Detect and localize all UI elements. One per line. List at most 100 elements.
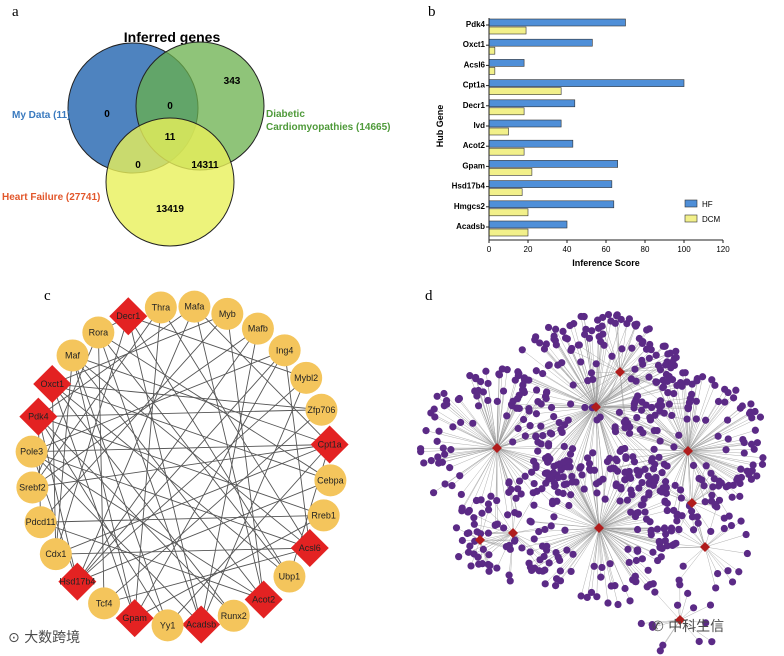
hub-leaf-node xyxy=(641,465,649,473)
network-node-label: Pole3 xyxy=(20,447,43,457)
hub-edge xyxy=(573,323,597,408)
hub-leaf-node xyxy=(417,448,425,456)
hub-edge xyxy=(687,379,712,452)
hub-leaf-node xyxy=(759,454,767,462)
network-node-tcf4 xyxy=(88,587,121,620)
hub-edge xyxy=(559,527,600,561)
network-edge xyxy=(97,332,105,604)
hub-edge xyxy=(598,527,660,548)
network-node-yy1 xyxy=(151,609,184,642)
hub-leaf-node xyxy=(714,482,723,490)
network-node-label: Acot2 xyxy=(252,595,275,605)
hub-edge xyxy=(598,521,651,529)
hub-leaf-node xyxy=(540,345,549,353)
hub-edge xyxy=(553,335,597,408)
hub-edge xyxy=(687,430,756,452)
hub-leaf-node xyxy=(509,397,517,405)
hub-leaf-node xyxy=(500,524,508,532)
hub-leaf-node xyxy=(659,641,667,649)
network-node-label: Yy1 xyxy=(160,620,176,630)
panel-a-letter: a xyxy=(12,4,19,20)
bar-hf-ivd xyxy=(488,119,562,128)
hub-edge xyxy=(547,406,597,473)
hub-leaf-node xyxy=(544,442,553,450)
hub-leaf-node xyxy=(676,581,684,589)
hub-leaf-node xyxy=(615,408,624,416)
network-node-label: Ubp1 xyxy=(279,572,301,582)
bar-dcm-acot2 xyxy=(488,147,525,156)
hub-leaf-node xyxy=(751,426,759,434)
hub-edge xyxy=(595,406,653,459)
network-edge xyxy=(38,409,322,418)
network-node-rreb1 xyxy=(307,499,340,532)
hub-edge xyxy=(704,546,716,588)
hub-leaf-node xyxy=(464,548,473,556)
hub-edge xyxy=(496,375,519,449)
hub-edge xyxy=(598,481,655,529)
network-edge xyxy=(55,444,330,555)
hub-leaf-node xyxy=(642,345,651,353)
hub-leaf-node xyxy=(484,506,493,514)
network-edge xyxy=(193,306,265,600)
bar-x-axis-label: Inference Score xyxy=(572,258,640,268)
hub-edge xyxy=(687,450,754,466)
hub-edge xyxy=(687,439,743,452)
hub-leaf-node xyxy=(567,400,575,408)
hub-leaf-node xyxy=(622,453,630,461)
hub-edge xyxy=(589,463,600,529)
hub-leaf-node xyxy=(651,478,659,486)
hub-edge xyxy=(598,527,633,580)
hub-leaf-node xyxy=(470,520,478,528)
hub-edge xyxy=(592,371,621,408)
hub-edge xyxy=(595,381,687,408)
hub-leaf-node xyxy=(577,592,585,600)
hub-leaf-node xyxy=(532,461,540,469)
hub-leaf-node xyxy=(593,489,601,497)
bar-dcm-acadsb xyxy=(488,228,529,237)
hub-edge xyxy=(512,532,545,557)
hub-leaf-node xyxy=(670,540,678,548)
hub-leaf-node xyxy=(606,465,615,473)
network-edge xyxy=(31,451,310,549)
hub-leaf-node xyxy=(537,400,545,408)
hub-leaf-node xyxy=(466,372,474,380)
hub-leaf-node xyxy=(484,396,492,405)
hub-edge xyxy=(444,405,498,449)
hub-edge xyxy=(569,461,600,529)
hub-leaf-node xyxy=(661,478,670,486)
hub-leaf-node xyxy=(470,514,478,522)
hub-leaf-node xyxy=(753,472,761,480)
hub-leaf-node xyxy=(658,469,666,477)
network-node-pdk4 xyxy=(19,397,58,436)
bar-category-label: Cpt1a xyxy=(463,81,486,90)
hub-leaf-node xyxy=(709,483,717,491)
hub-leaf-node xyxy=(484,500,493,508)
hub-leaf-node xyxy=(707,527,715,536)
hub-leaf-node xyxy=(633,466,641,475)
hub-leaf-node xyxy=(478,560,486,568)
hub-network-hubs xyxy=(475,367,710,625)
hub-leaf-node xyxy=(670,443,678,451)
network-node-label: Zfp706 xyxy=(307,405,335,415)
hub-leaf-node xyxy=(485,567,493,575)
hub-leaf-node xyxy=(581,403,589,412)
hub-edge xyxy=(539,342,597,408)
hub-leaf-node xyxy=(466,542,474,550)
hub-node xyxy=(508,528,518,538)
hub-edge xyxy=(615,323,621,373)
hub-leaf-node xyxy=(574,341,582,349)
hub-leaf-node xyxy=(753,439,761,447)
hub-leaf-node xyxy=(474,402,483,410)
hub-leaf-node xyxy=(587,588,596,597)
hub-edge xyxy=(595,318,630,408)
network-edge xyxy=(98,332,331,481)
hub-leaf-node xyxy=(433,392,441,400)
bar-dcm-acsl6 xyxy=(488,67,496,75)
bar-category-label: Acadsb xyxy=(456,222,485,231)
hub-leaf-node xyxy=(712,584,720,592)
bar-x-tick-label: 60 xyxy=(602,245,611,254)
hub-leaf-node xyxy=(499,387,508,395)
hub-edge xyxy=(496,389,537,449)
hub-leaf-node xyxy=(675,525,683,533)
hub-leaf-node xyxy=(724,435,732,443)
